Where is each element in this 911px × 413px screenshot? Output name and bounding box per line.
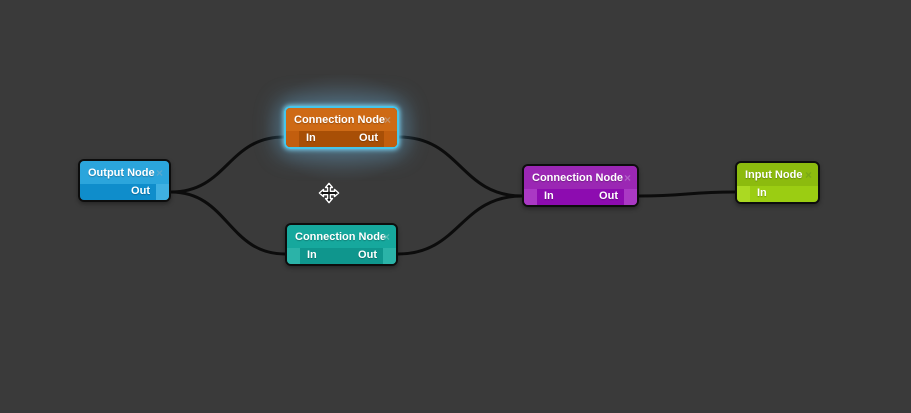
output-port-tab[interactable]: [384, 131, 397, 147]
input-port-label: In: [307, 249, 317, 261]
node[interactable]: Connection Node × In Out: [285, 223, 398, 266]
node-port-bar: In Out: [287, 248, 396, 264]
node-title-bar[interactable]: Connection Node ×: [287, 225, 396, 248]
input-port-tab[interactable]: [737, 186, 750, 202]
output-port-tab[interactable]: [156, 184, 169, 200]
node[interactable]: Connection Node × In Out: [284, 106, 399, 149]
node-title: Output Node: [88, 166, 155, 179]
node-port-bar: In Out: [286, 131, 397, 147]
input-port-label: In: [544, 190, 554, 202]
node-title: Connection Node: [532, 171, 624, 184]
close-icon[interactable]: ×: [382, 229, 390, 244]
node-port-bar: In: [737, 186, 818, 202]
close-icon[interactable]: ×: [804, 167, 812, 182]
node[interactable]: Input Node × In: [735, 161, 820, 204]
node-port-bar: In Out: [524, 189, 637, 205]
input-port-label: In: [757, 187, 767, 199]
close-icon[interactable]: ×: [155, 165, 163, 180]
close-icon[interactable]: ×: [383, 112, 391, 127]
connection-edge[interactable]: [169, 135, 286, 194]
input-port-label: In: [306, 132, 316, 144]
node[interactable]: Output Node × Out: [78, 159, 171, 202]
node-title-bar[interactable]: Connection Node ×: [286, 108, 397, 131]
node-port-bar: Out: [80, 184, 169, 200]
output-port-label: Out: [358, 249, 377, 261]
connection-edge[interactable]: [396, 194, 524, 256]
node-title: Input Node: [745, 168, 803, 181]
output-port-tab[interactable]: [383, 248, 396, 264]
node-title: Connection Node: [294, 113, 386, 126]
connection-edge[interactable]: [637, 190, 737, 198]
node-title-bar[interactable]: Output Node ×: [80, 161, 169, 184]
input-port-tab[interactable]: [286, 131, 299, 147]
connection-edge[interactable]: [169, 190, 287, 256]
input-port-tab[interactable]: [524, 189, 537, 205]
close-icon[interactable]: ×: [623, 170, 631, 185]
node-title-bar[interactable]: Input Node ×: [737, 163, 818, 186]
node[interactable]: Connection Node × In Out: [522, 164, 639, 207]
node-title-bar[interactable]: Connection Node ×: [524, 166, 637, 189]
node-title: Connection Node: [295, 230, 387, 243]
output-port-tab[interactable]: [624, 189, 637, 205]
output-port-label: Out: [131, 185, 150, 197]
output-port-label: Out: [359, 132, 378, 144]
input-port-tab[interactable]: [287, 248, 300, 264]
output-port-label: Out: [599, 190, 618, 202]
connection-edge[interactable]: [397, 135, 524, 198]
